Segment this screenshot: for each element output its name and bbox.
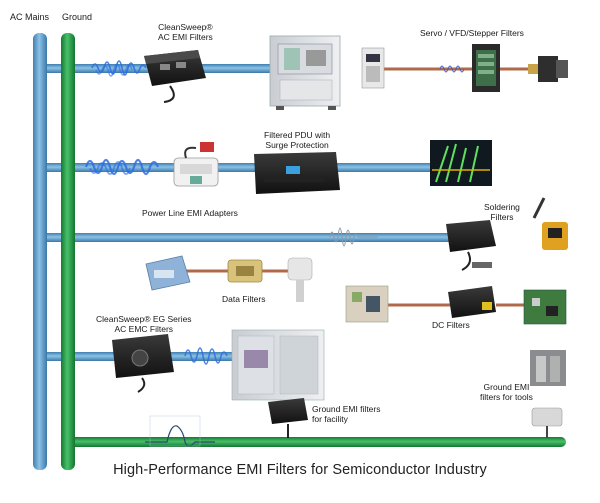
process-chamber-image — [430, 140, 492, 186]
dc-filter-image — [448, 286, 496, 318]
power-line-adapter-image — [173, 142, 219, 187]
ground-pipe — [61, 33, 75, 470]
ac-mains-label: AC Mains — [10, 12, 50, 22]
servo-filters-label: Servo / VFD/Stepper Filters — [420, 28, 524, 38]
facility-equipment-image — [231, 329, 325, 401]
cleansweep-eg-filter-image — [112, 334, 174, 393]
data-logger-image — [145, 255, 191, 291]
transient-grid — [149, 415, 201, 447]
soldering-station-image — [532, 197, 568, 250]
diagram-caption: High-Performance EMI Filters for Semicon… — [113, 462, 487, 478]
ground-tool-filter-image — [531, 407, 563, 438]
tool-photo-image — [530, 350, 566, 386]
dc-filters-label: DC Filters — [432, 320, 470, 330]
dc-power-board-image — [345, 285, 389, 323]
servo-filter-image — [472, 44, 500, 92]
circuit-board-image — [523, 289, 567, 325]
servo-drive-image — [361, 47, 385, 89]
power-line-adapters-label: Power Line EMI Adapters — [142, 208, 238, 218]
data-filter-image — [227, 259, 263, 283]
servo-motor-image — [528, 56, 568, 82]
soldering-filter-image — [446, 220, 496, 271]
semiconductor-tool-image — [269, 35, 341, 110]
ground-label: Ground — [62, 12, 93, 22]
ground-bottom-pipe — [62, 437, 566, 447]
emi-noise-waveforms — [84, 60, 465, 365]
cleansweep-ac-filter-image — [144, 50, 206, 103]
cleansweep-ac-label: CleanSweep®AC EMI Filters — [158, 22, 213, 42]
sensor-image — [287, 257, 313, 302]
data-filters-label: Data Filters — [222, 294, 266, 304]
filtered-pdu-image — [254, 152, 340, 194]
ground-facility-filter-image — [268, 398, 308, 438]
ac-mains-pipe — [33, 33, 47, 470]
